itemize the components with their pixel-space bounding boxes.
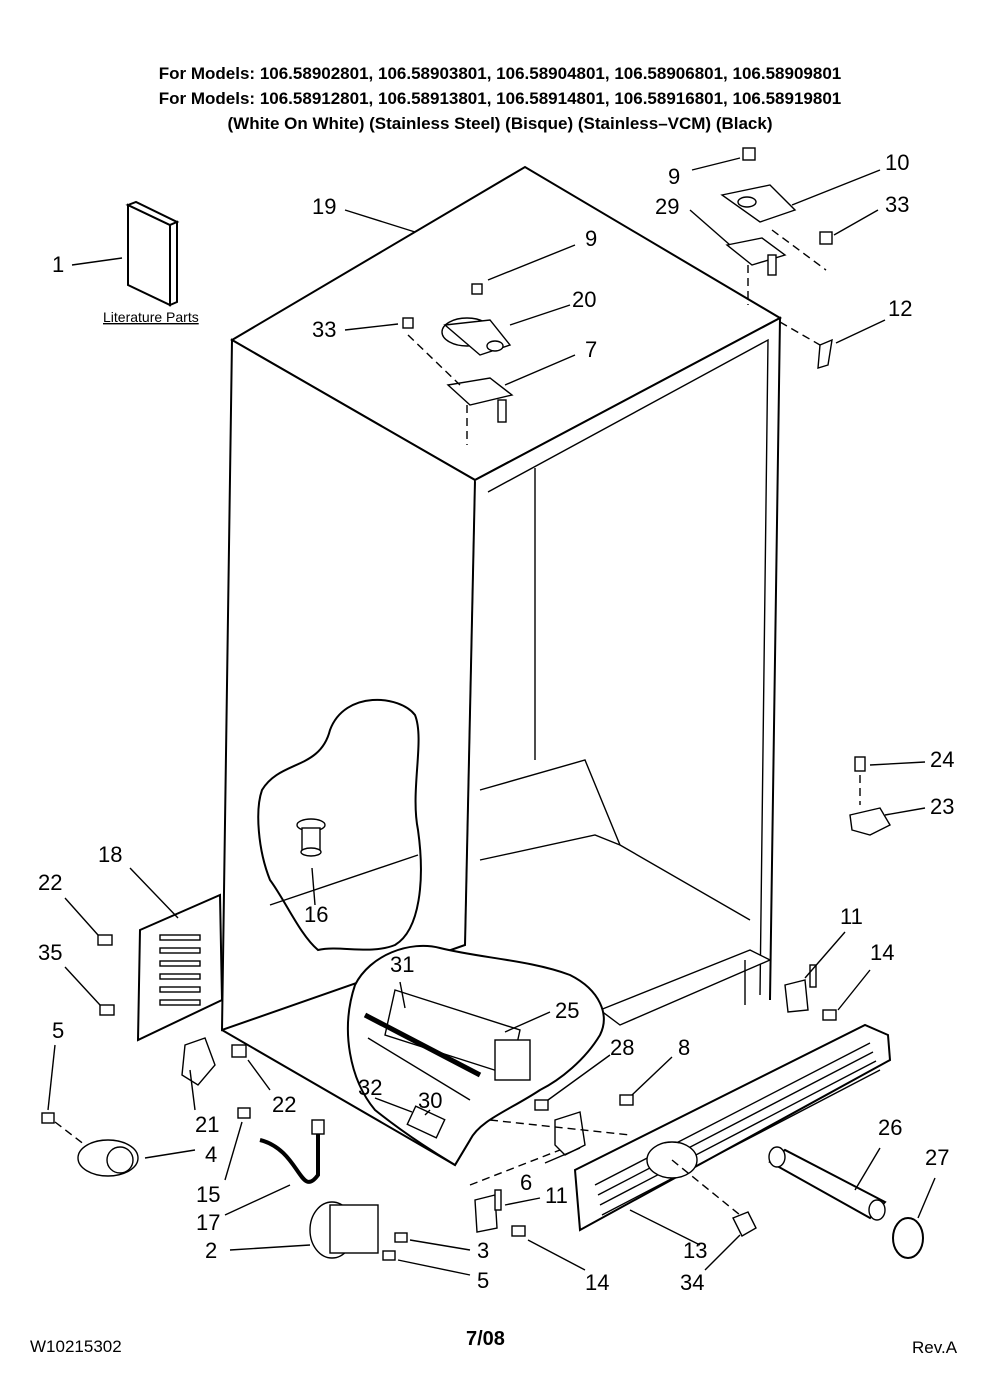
callout-11-bottom: 11 xyxy=(545,1183,568,1208)
callout-4: 4 xyxy=(205,1142,217,1167)
callout-numbers: 1 19 33 9 20 7 9 10 29 33 12 24 23 16 18… xyxy=(38,150,954,1295)
lower-left-parts xyxy=(41,1037,408,1261)
base-grille xyxy=(573,1023,892,1232)
callout-5-bottom: 5 xyxy=(477,1268,489,1293)
callout-23: 23 xyxy=(930,794,954,819)
callout-22-top: 22 xyxy=(38,870,62,895)
callout-8: 8 xyxy=(678,1035,690,1060)
lower-right-parts xyxy=(469,964,837,1237)
revision-label: Rev.A xyxy=(912,1338,958,1357)
callout-1: 1 xyxy=(52,252,64,277)
callout-24: 24 xyxy=(930,747,954,772)
callout-14-right: 14 xyxy=(870,940,894,965)
callout-35: 35 xyxy=(38,940,62,965)
callout-5-left: 5 xyxy=(52,1018,64,1043)
callout-27: 27 xyxy=(925,1145,949,1170)
callout-16: 16 xyxy=(304,902,328,927)
top-hinge-left xyxy=(402,283,514,445)
callout-28: 28 xyxy=(610,1035,634,1060)
top-hinge-right xyxy=(720,147,833,369)
callout-33-left: 33 xyxy=(312,317,336,342)
callout-26: 26 xyxy=(878,1115,902,1140)
callout-12: 12 xyxy=(888,296,912,321)
callout-19: 19 xyxy=(312,194,336,219)
header-models-line-1: For Models: 106.58902801, 106.58903801, … xyxy=(158,64,842,83)
callout-20: 20 xyxy=(572,287,596,312)
callout-21: 21 xyxy=(195,1112,219,1137)
cutaway-left xyxy=(257,698,422,952)
callout-17: 17 xyxy=(196,1210,220,1235)
header-finishes-line: (White On White) (Stainless Steel) (Bisq… xyxy=(227,114,773,133)
callout-25: 25 xyxy=(555,998,579,1023)
cutaway-bottom xyxy=(346,944,605,1167)
document-number: W10215302 xyxy=(30,1337,122,1356)
literature-booklet xyxy=(125,200,180,307)
callout-14-bottom: 14 xyxy=(585,1270,609,1295)
callout-7: 7 xyxy=(585,337,597,362)
callout-3: 3 xyxy=(477,1238,489,1263)
water-filter xyxy=(671,1146,924,1259)
rear-access-panel xyxy=(97,893,224,1042)
callout-18: 18 xyxy=(98,842,122,867)
callout-10: 10 xyxy=(885,150,909,175)
callout-9-left: 9 xyxy=(585,226,597,251)
header-models-line-2: For Models: 106.58912801, 106.58913801, … xyxy=(158,89,842,108)
leader-lines xyxy=(47,157,936,1276)
callout-2: 2 xyxy=(205,1238,217,1263)
hinge-23-24 xyxy=(849,756,891,836)
literature-parts-label: Literature Parts xyxy=(103,309,199,325)
document-date: 7/08 xyxy=(466,1328,505,1350)
callout-34: 34 xyxy=(680,1270,704,1295)
callout-11-right: 11 xyxy=(840,904,863,929)
callout-30: 30 xyxy=(418,1088,442,1113)
callout-32: 32 xyxy=(358,1075,382,1100)
callout-15: 15 xyxy=(196,1182,220,1207)
callout-6: 6 xyxy=(520,1170,532,1195)
callout-9-right: 9 xyxy=(668,164,680,189)
callout-22-bottom: 22 xyxy=(272,1092,296,1117)
callout-33-right: 33 xyxy=(885,192,909,217)
callout-29: 29 xyxy=(655,194,679,219)
callout-13: 13 xyxy=(683,1238,707,1263)
callout-31: 31 xyxy=(390,952,414,977)
